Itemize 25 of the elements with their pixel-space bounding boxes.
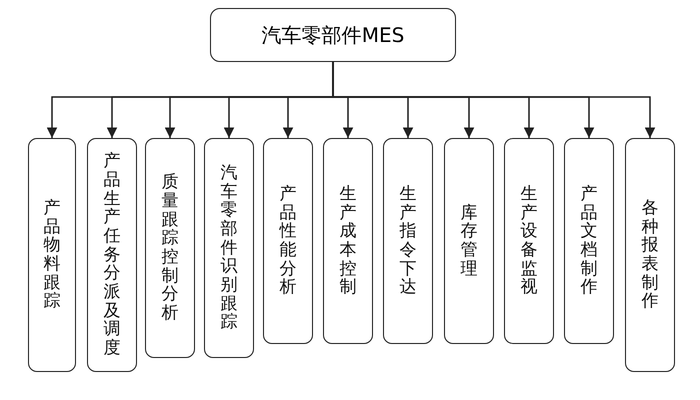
module-box bbox=[28, 138, 76, 372]
system-title: 汽车零部件MES bbox=[262, 22, 404, 48]
module-box bbox=[204, 138, 254, 358]
module-label: 生产指令下达 bbox=[400, 184, 416, 298]
module-box bbox=[444, 138, 494, 344]
module-label: 汽车零部件识别跟踪 bbox=[220, 164, 238, 332]
module-label: 产品文档制作 bbox=[580, 184, 598, 298]
module-label: 库存管理 bbox=[460, 204, 478, 278]
module-box bbox=[564, 138, 614, 344]
arrow bbox=[332, 62, 656, 138]
module-box bbox=[145, 138, 195, 358]
module-box bbox=[504, 138, 554, 344]
module-box bbox=[383, 138, 433, 344]
module-label: 产品生产任务分派及调度 bbox=[104, 152, 120, 358]
root-box bbox=[210, 8, 456, 62]
module-box bbox=[263, 138, 313, 344]
module-box bbox=[625, 138, 675, 372]
module-label: 生产成本控制 bbox=[340, 184, 356, 298]
module-label: 产品物料跟踪 bbox=[44, 198, 60, 312]
module-box bbox=[323, 138, 373, 344]
module-label: 各种报表制作 bbox=[642, 198, 658, 312]
module-label: 生产设备监视 bbox=[520, 184, 538, 298]
module-label: 质量跟踪控制分析 bbox=[162, 173, 178, 323]
module-box bbox=[87, 138, 137, 372]
module-label: 产品性能分析 bbox=[280, 184, 296, 298]
